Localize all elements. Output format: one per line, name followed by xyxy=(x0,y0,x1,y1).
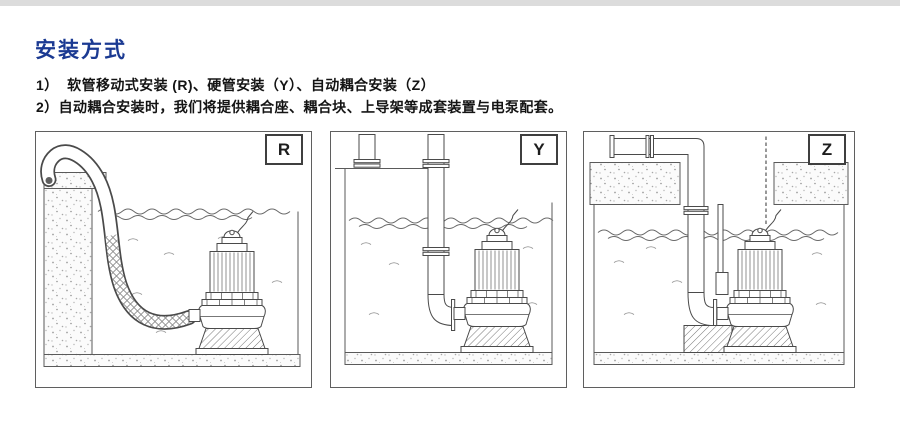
diagram-z-drawing xyxy=(589,135,849,365)
installation-notes: 1） 软管移动式安装 (R)、硬管安装（Y）、自动耦合安装（Z） 2）自动耦合安… xyxy=(36,74,563,118)
diagram-panel-z: Z xyxy=(583,131,855,388)
diagram-label-y: Y xyxy=(520,134,558,165)
note-line-2: 2）自动耦合安装时，我们将提供耦合座、耦合块、上导架等成套装置与电泵配套。 xyxy=(36,99,563,115)
diagram-label-r: R xyxy=(265,134,303,165)
page-title: 安装方式 xyxy=(35,39,127,62)
page-top-edge xyxy=(0,0,900,6)
flexible-hose xyxy=(40,144,197,330)
diagram-panel-y: Y xyxy=(330,131,567,388)
diagram-y-drawing xyxy=(335,134,554,365)
pipe-elbow xyxy=(427,294,455,327)
pit-structure xyxy=(335,168,553,365)
diagram-r-drawing xyxy=(40,144,301,367)
diagram-panel-r: R xyxy=(35,131,312,388)
guide-rail xyxy=(715,204,729,295)
diagram-label-z: Z xyxy=(808,134,846,165)
discharge-pipe xyxy=(609,135,709,293)
submersible-pump xyxy=(188,211,269,355)
hose-outlet xyxy=(45,177,53,184)
water xyxy=(97,208,291,333)
pit-structure xyxy=(589,162,849,365)
coupling-base xyxy=(683,292,733,353)
submersible-pump xyxy=(453,209,534,353)
concrete-slab-left xyxy=(589,162,681,205)
guide-claw xyxy=(715,272,729,295)
concrete-slab-right xyxy=(773,162,849,205)
note-line-1: 1） 软管移动式安装 (R)、硬管安装（Y）、自动耦合安装（Z） xyxy=(36,77,435,93)
rigid-pipe xyxy=(353,134,456,331)
